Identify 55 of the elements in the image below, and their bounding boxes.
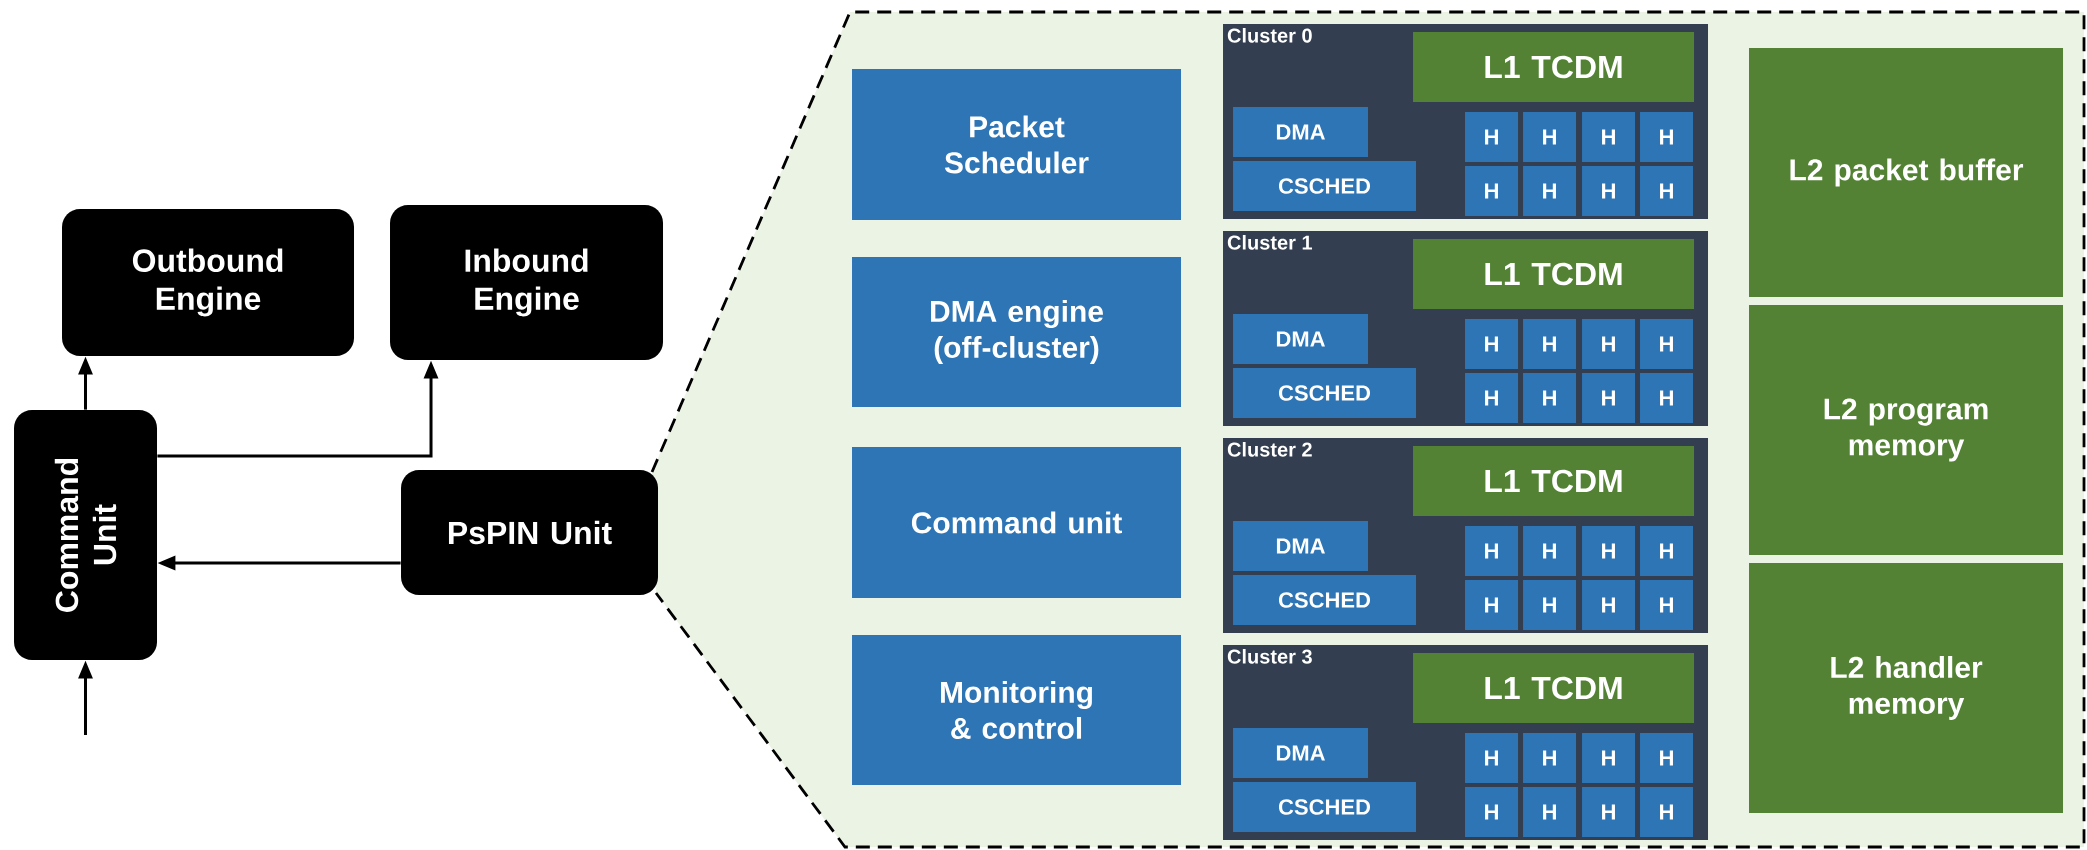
core-box: H xyxy=(1582,526,1635,576)
core-box: H xyxy=(1640,787,1693,837)
core-box: H xyxy=(1523,112,1576,162)
core-box: H xyxy=(1640,112,1693,162)
core-box: H xyxy=(1523,319,1576,369)
memory-box: L1 TCDM xyxy=(1413,32,1694,102)
core-box: H xyxy=(1465,373,1518,423)
core-box: H xyxy=(1523,787,1576,837)
module-box: DMA engine (off-cluster) xyxy=(852,257,1181,407)
module-box: DMA xyxy=(1233,107,1368,157)
module-box: Monitoring & control xyxy=(852,635,1181,785)
module-box: CSCHED xyxy=(1233,782,1416,832)
core-box: H xyxy=(1582,733,1635,783)
module-box: CSCHED xyxy=(1233,161,1416,211)
module-box: DMA xyxy=(1233,314,1368,364)
module-box: CSCHED xyxy=(1233,575,1416,625)
core-box: H xyxy=(1640,526,1693,576)
memory-box: L1 TCDM xyxy=(1413,653,1694,723)
core-box: H xyxy=(1582,166,1635,216)
module-box: Command unit xyxy=(852,447,1181,598)
core-box: H xyxy=(1640,373,1693,423)
core-box: H xyxy=(1465,787,1518,837)
module-box: Packet Scheduler xyxy=(852,69,1181,220)
core-box: H xyxy=(1465,733,1518,783)
core-box: H xyxy=(1582,580,1635,630)
core-box: H xyxy=(1640,166,1693,216)
core-box: H xyxy=(1582,319,1635,369)
core-box: H xyxy=(1465,526,1518,576)
core-box: H xyxy=(1465,112,1518,162)
memory-box: L2 handler memory xyxy=(1749,563,2063,813)
core-box: H xyxy=(1640,733,1693,783)
module-box: CSCHED xyxy=(1233,368,1416,418)
core-box: H xyxy=(1465,319,1518,369)
core-box: H xyxy=(1640,580,1693,630)
memory-box: L2 packet buffer xyxy=(1749,48,2063,297)
memory-box: L2 program memory xyxy=(1749,305,2063,555)
core-box: H xyxy=(1523,733,1576,783)
core-box: H xyxy=(1523,526,1576,576)
core-box: H xyxy=(1523,373,1576,423)
core-box: H xyxy=(1523,166,1576,216)
unit-box: Outbound Engine xyxy=(62,209,354,356)
core-box: H xyxy=(1465,580,1518,630)
core-box: H xyxy=(1640,319,1693,369)
memory-box: L1 TCDM xyxy=(1413,239,1694,309)
module-box: DMA xyxy=(1233,728,1368,778)
unit-box: Command Unit xyxy=(14,410,157,660)
unit-box: Inbound Engine xyxy=(390,205,663,360)
module-box: DMA xyxy=(1233,521,1368,571)
core-box: H xyxy=(1582,787,1635,837)
core-box: H xyxy=(1582,112,1635,162)
core-box: H xyxy=(1523,580,1576,630)
memory-box: L1 TCDM xyxy=(1413,446,1694,516)
unit-box: PsPIN Unit xyxy=(401,470,658,595)
core-box: H xyxy=(1465,166,1518,216)
core-box: H xyxy=(1582,373,1635,423)
